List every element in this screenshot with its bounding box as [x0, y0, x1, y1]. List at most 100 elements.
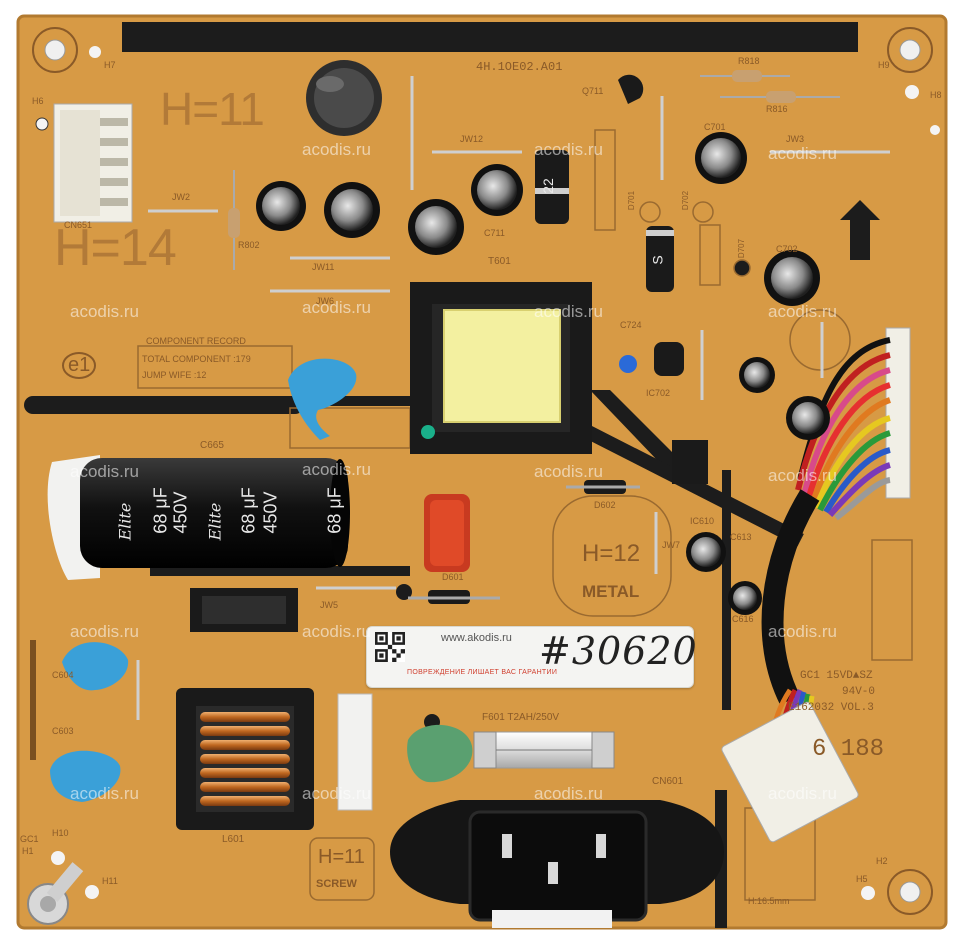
sticker-number: #30620	[539, 629, 698, 673]
lot-number: 6 188	[812, 736, 885, 763]
watermark: acodis.ru	[302, 784, 371, 803]
d701-label: D701	[627, 190, 637, 211]
sticker-warning: ПОВРЕЖДЕНИЕ ЛИШАЕТ ВАС ГАРАНТИИ	[407, 669, 558, 676]
cap-voltage-2: 450V	[260, 491, 281, 534]
cap-brand-2: Elite	[205, 502, 225, 541]
c616-label: C616	[732, 614, 754, 624]
film-capacitor	[424, 494, 470, 572]
screw-label: SCREW	[316, 878, 357, 890]
diode-marking-s: S	[649, 255, 666, 265]
cap-brand-1: Elite	[115, 502, 135, 541]
sticker-url: www.akodis.ru	[441, 632, 512, 644]
choke-top	[306, 60, 382, 136]
cn601-label: CN601	[652, 776, 684, 787]
h10-label: H10	[52, 828, 69, 838]
bulk-capacitor-c665	[47, 455, 350, 580]
d707-label: D707	[737, 238, 747, 259]
h5-label: H5	[856, 874, 868, 884]
transformer-t601	[410, 282, 592, 454]
height-label-h11: H=11	[160, 83, 265, 135]
jw7-label: JW7	[662, 540, 680, 550]
warranty-sticker: www.akodis.ru #30620 ПОВРЕЖДЕНИЕ ЛИШАЕТ …	[366, 626, 697, 688]
standoff-height-label: H:16.5mm	[748, 896, 790, 906]
watermark: acodis.ru	[534, 302, 603, 321]
watermark: acodis.ru	[534, 784, 603, 803]
watermark: acodis.ru	[768, 784, 837, 803]
d702-label: D702	[681, 190, 691, 211]
connector-cn651	[53, 103, 133, 223]
c711-label: C711	[484, 228, 505, 238]
height-label-h12: H=12	[582, 540, 641, 567]
h11-hole-label: H11	[102, 876, 118, 886]
l601-label: L601	[222, 834, 245, 845]
cap-value-1: 68 μF	[150, 487, 171, 534]
c613-label: C613	[730, 532, 752, 542]
watermark: acodis.ru	[768, 466, 837, 485]
height-label-h14: H=14	[54, 219, 177, 277]
watermark: acodis.ru	[302, 622, 371, 641]
cap-value-3: 68 μF	[324, 487, 345, 534]
jumper-wires	[136, 76, 890, 720]
screw-height-label: H=11	[318, 846, 365, 868]
c702-label: C702	[776, 244, 798, 254]
qr-code-icon	[375, 632, 405, 662]
top-trace-strip	[122, 22, 858, 52]
h7-label: H7	[104, 60, 116, 70]
jw3-label: JW3	[786, 134, 804, 144]
electrolytic-caps	[256, 132, 830, 615]
watermark: acodis.ru	[768, 144, 837, 163]
component-record-total: TOTAL COMPONENT :179	[142, 354, 251, 364]
r816-label: R816	[766, 104, 788, 114]
silkscreen-outlines	[137, 129, 913, 901]
gc1-label: GC1 15VD▲SZ	[800, 670, 873, 682]
traces	[24, 390, 804, 928]
watermark: acodis.ru	[768, 622, 837, 641]
line-filter-l601	[176, 688, 314, 830]
resistors	[228, 70, 840, 270]
watermark: acodis.ru	[70, 784, 139, 803]
t601-label: T601	[488, 256, 511, 267]
watermark: acodis.ru	[302, 460, 371, 479]
power-transistor	[190, 588, 298, 632]
c603-label: C603	[52, 726, 74, 736]
jw5-label: JW5	[320, 600, 338, 610]
h1-label: H1	[22, 846, 34, 856]
e1-mark: e1	[62, 352, 97, 379]
watermark: acodis.ru	[302, 140, 371, 159]
watermark: acodis.ru	[534, 462, 603, 481]
r802-label: R802	[238, 240, 260, 250]
jw6-label: JW6	[316, 296, 334, 306]
connector-wires	[721, 327, 911, 843]
watermark: acodis.ru	[70, 302, 139, 321]
ic702	[654, 342, 684, 376]
q711-label: Q711	[582, 86, 604, 96]
c724-label: C724	[620, 320, 642, 330]
metal-label: METAL	[582, 582, 640, 601]
watermark: acodis.ru	[768, 302, 837, 321]
h6-label: H6	[32, 96, 44, 106]
x-capacitor	[337, 693, 373, 811]
watermark: acodis.ru	[70, 462, 139, 481]
jw2-label: JW2	[172, 192, 190, 202]
component-record-jump: JUMP WIFE :12	[142, 370, 207, 380]
part-number-label: 4H.1OE02.A01	[476, 60, 563, 74]
ic702-label: IC702	[646, 388, 671, 398]
c701-label: C701	[704, 122, 726, 132]
cn651-label: CN651	[64, 220, 93, 230]
ic610-label: IC610	[690, 516, 715, 526]
cap-value-2: 68 μF	[238, 487, 259, 534]
watermark: acodis.ru	[70, 622, 139, 641]
d602-label: D602	[594, 500, 616, 510]
power-socket-cn601	[390, 800, 724, 928]
ground-lug	[27, 862, 84, 925]
h8-label: H8	[930, 90, 942, 100]
diodes	[408, 150, 674, 604]
jw11-label: JW11	[312, 262, 335, 272]
ecode-label: E162032 VOL.3	[788, 702, 874, 714]
watermark: acodis.ru	[302, 298, 371, 317]
c665-label: C665	[200, 440, 224, 451]
ul-label: 94V-0	[842, 686, 876, 698]
r818-label: R818	[738, 56, 760, 66]
diode-marking-22: 22	[539, 178, 556, 194]
